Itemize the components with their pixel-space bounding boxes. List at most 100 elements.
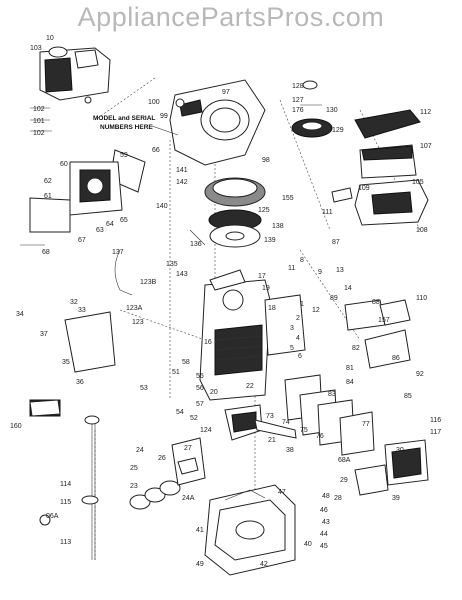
part-label: 3 bbox=[290, 325, 294, 332]
part-label: 140 bbox=[156, 203, 168, 210]
part-label: 6 bbox=[298, 353, 302, 360]
part-label: 75 bbox=[300, 427, 308, 434]
part-label: 137 bbox=[112, 249, 124, 256]
part-label: 06A bbox=[46, 513, 59, 520]
part-label: 129 bbox=[332, 127, 344, 134]
dipstick-tube bbox=[39, 415, 100, 560]
part-label: 103 bbox=[30, 45, 42, 52]
part-label: 33 bbox=[78, 307, 86, 314]
part-label: 53 bbox=[140, 385, 148, 392]
part-label: 73 bbox=[266, 413, 274, 420]
part-label: 14 bbox=[344, 285, 352, 292]
part-label: 34 bbox=[16, 311, 24, 318]
fuel-tank bbox=[30, 46, 111, 132]
part-labels: 10 103 102 101 102 60 59 62 61 65 64 63 … bbox=[10, 35, 441, 568]
part-label: 59 bbox=[120, 152, 128, 159]
crankshaft bbox=[224, 404, 297, 441]
part-label: 157 bbox=[378, 317, 390, 324]
part-label: 105 bbox=[412, 179, 424, 186]
part-label: 155 bbox=[282, 195, 294, 202]
part-label: 98 bbox=[262, 157, 270, 164]
part-label: 32 bbox=[70, 299, 78, 306]
part-label: 47 bbox=[278, 489, 286, 496]
part-label: 48 bbox=[322, 493, 330, 500]
part-label: 86 bbox=[392, 355, 400, 362]
part-label: 37 bbox=[40, 331, 48, 338]
part-label: 114 bbox=[60, 481, 71, 488]
part-label: 17 bbox=[258, 273, 266, 280]
bracket-plate bbox=[29, 311, 116, 417]
part-label: 111 bbox=[322, 209, 333, 216]
part-label: 68A bbox=[338, 457, 351, 464]
part-label: 43 bbox=[322, 519, 330, 526]
part-label: 136 bbox=[190, 241, 202, 248]
part-label: 67 bbox=[78, 237, 86, 244]
note-line-2: NUMBERS HERE bbox=[100, 124, 153, 131]
model-serial-note: MODEL and SERIAL NUMBERS HERE bbox=[93, 115, 179, 136]
note-line-1: MODEL and SERIAL bbox=[93, 115, 155, 122]
part-label: 77 bbox=[362, 421, 370, 428]
part-label: 26 bbox=[158, 455, 166, 462]
part-label: 62 bbox=[44, 178, 52, 185]
part-label: 23 bbox=[130, 483, 138, 490]
part-label: 56 bbox=[196, 385, 204, 392]
part-label: 81 bbox=[346, 365, 354, 372]
part-label: 68 bbox=[42, 249, 50, 256]
part-label: 60 bbox=[60, 161, 68, 168]
part-label: 28 bbox=[334, 495, 342, 502]
part-label: 2 bbox=[296, 315, 300, 322]
part-label: 44 bbox=[320, 531, 328, 538]
part-label: 89 bbox=[330, 295, 338, 302]
part-label: 16 bbox=[204, 339, 212, 346]
part-label: 38 bbox=[286, 447, 294, 454]
muffler bbox=[354, 439, 429, 496]
reed-plates bbox=[284, 374, 375, 456]
part-label: 46 bbox=[320, 507, 328, 514]
part-label: 63 bbox=[96, 227, 104, 234]
part-label: 100 bbox=[148, 99, 160, 106]
part-label: 84 bbox=[346, 379, 354, 386]
part-label: 18 bbox=[268, 305, 276, 312]
part-label: 51 bbox=[172, 369, 180, 376]
part-label: 22 bbox=[246, 383, 254, 390]
part-label: 127 bbox=[292, 97, 304, 104]
part-label: 36 bbox=[76, 379, 84, 386]
part-label: 40 bbox=[304, 541, 312, 548]
part-label: 42 bbox=[260, 561, 268, 568]
part-label: 139 bbox=[264, 237, 276, 244]
part-label: 25 bbox=[130, 465, 138, 472]
part-label: 143 bbox=[176, 271, 188, 278]
part-label: 117 bbox=[430, 429, 441, 436]
part-label: 64 bbox=[106, 221, 114, 228]
part-label: 30 bbox=[396, 447, 404, 454]
part-label: 112 bbox=[420, 109, 431, 116]
part-label: 101 bbox=[33, 118, 45, 125]
part-label: 13 bbox=[336, 267, 344, 274]
part-label: 61 bbox=[44, 193, 52, 200]
part-label: 85 bbox=[404, 393, 412, 400]
part-label: 76 bbox=[316, 433, 324, 440]
part-label: 58 bbox=[182, 359, 190, 366]
part-label: 10 bbox=[46, 35, 54, 42]
part-label: 138 bbox=[272, 223, 284, 230]
engine-block bbox=[199, 269, 306, 401]
part-label: 82 bbox=[352, 345, 360, 352]
part-label: 83 bbox=[328, 391, 336, 398]
part-label: 123B bbox=[140, 279, 157, 286]
part-label: 123A bbox=[126, 305, 143, 312]
part-label: 39 bbox=[392, 495, 400, 502]
part-label: 128 bbox=[292, 83, 304, 90]
part-label: 74 bbox=[282, 419, 290, 426]
part-label: 66 bbox=[152, 147, 160, 154]
part-label: 24 bbox=[136, 447, 144, 454]
starter-pulley bbox=[291, 80, 333, 138]
part-label: 49 bbox=[196, 561, 204, 568]
part-label: 109 bbox=[358, 185, 370, 192]
part-label: 29 bbox=[340, 477, 348, 484]
carburetor bbox=[20, 149, 146, 296]
part-label: 160 bbox=[10, 423, 22, 430]
part-label: 21 bbox=[268, 437, 276, 444]
part-label: 1 bbox=[300, 301, 304, 308]
part-label: 102 bbox=[33, 106, 45, 113]
